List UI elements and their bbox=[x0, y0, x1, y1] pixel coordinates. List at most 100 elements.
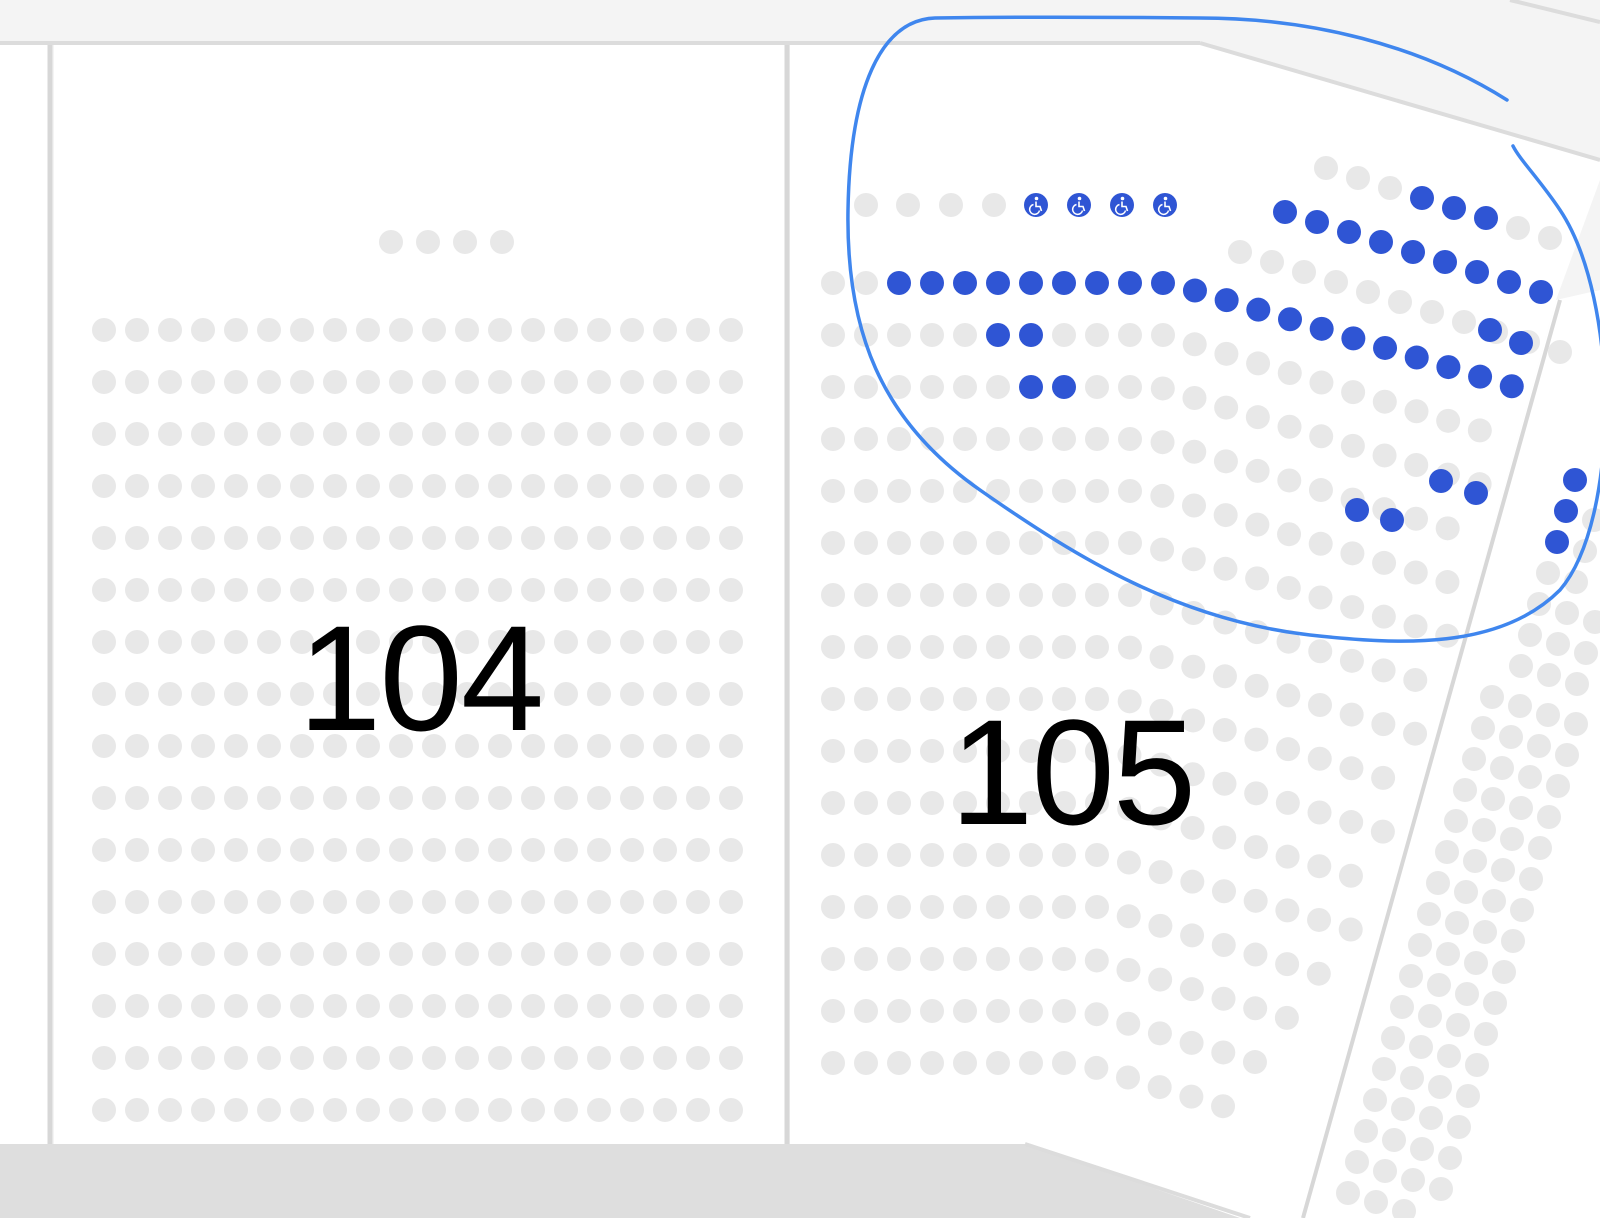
seat-available[interactable] bbox=[1118, 271, 1142, 295]
seat-unavailable bbox=[1149, 645, 1174, 670]
seat-available[interactable] bbox=[1309, 316, 1334, 341]
seat-unavailable bbox=[1565, 672, 1589, 696]
seat-unavailable bbox=[356, 1046, 380, 1070]
seat-unavailable bbox=[554, 422, 578, 446]
seat-unavailable bbox=[653, 994, 677, 1018]
seat-unavailable bbox=[389, 682, 413, 706]
seat-unavailable bbox=[1147, 1075, 1172, 1100]
seat-available[interactable] bbox=[1478, 318, 1502, 342]
seat-unavailable bbox=[1536, 703, 1560, 727]
seat-available[interactable] bbox=[1369, 230, 1393, 254]
seat-available[interactable] bbox=[1404, 345, 1429, 370]
seat-available[interactable] bbox=[1497, 270, 1521, 294]
seat-available[interactable] bbox=[1468, 364, 1493, 389]
seat-available[interactable] bbox=[1545, 530, 1569, 554]
seat-available[interactable] bbox=[1442, 196, 1466, 220]
seat-unavailable bbox=[1243, 888, 1268, 913]
seat-unavailable bbox=[1435, 516, 1460, 541]
seat-unavailable bbox=[1338, 917, 1363, 942]
seat-available[interactable] bbox=[1085, 271, 1109, 295]
seat-unavailable bbox=[1085, 479, 1109, 503]
seat-available[interactable] bbox=[1436, 355, 1461, 380]
seat-available[interactable] bbox=[1052, 271, 1076, 295]
wheelchair-icon[interactable] bbox=[1110, 193, 1134, 217]
seat-available[interactable] bbox=[1151, 271, 1175, 295]
seat-available[interactable] bbox=[1554, 499, 1578, 523]
seat-unavailable bbox=[953, 791, 977, 815]
seat-unavailable bbox=[1480, 685, 1504, 709]
seat-available[interactable] bbox=[986, 323, 1010, 347]
seat-unavailable bbox=[323, 318, 347, 342]
seat-unavailable bbox=[587, 370, 611, 394]
seat-available[interactable] bbox=[1410, 186, 1434, 210]
seat-available[interactable] bbox=[1529, 280, 1553, 304]
seat-available[interactable] bbox=[1019, 271, 1043, 295]
seat-unavailable bbox=[686, 942, 710, 966]
seat-unavailable bbox=[257, 786, 281, 810]
seat-unavailable bbox=[1277, 360, 1302, 385]
seat-unavailable bbox=[920, 531, 944, 555]
seat-unavailable bbox=[1307, 907, 1332, 932]
seat-unavailable bbox=[554, 994, 578, 1018]
seat-unavailable bbox=[653, 786, 677, 810]
aisle-divider bbox=[1301, 299, 1562, 1218]
seat-unavailable bbox=[953, 583, 977, 607]
seat-available[interactable] bbox=[1345, 498, 1369, 522]
seat-unavailable bbox=[1403, 560, 1428, 585]
seat-available[interactable] bbox=[1373, 335, 1398, 360]
seat-available[interactable] bbox=[1474, 206, 1498, 230]
seat-available[interactable] bbox=[1464, 481, 1488, 505]
seat-available[interactable] bbox=[1563, 468, 1587, 492]
wheelchair-icon[interactable] bbox=[1153, 193, 1177, 217]
seat-available[interactable] bbox=[1305, 210, 1329, 234]
seat-unavailable bbox=[323, 1098, 347, 1122]
seat-unavailable bbox=[1453, 778, 1477, 802]
seat-unavailable bbox=[1147, 1021, 1172, 1046]
seat-available[interactable] bbox=[1273, 200, 1297, 224]
seat-unavailable bbox=[1052, 1051, 1076, 1075]
seat-available[interactable] bbox=[1278, 307, 1302, 332]
seat-unavailable bbox=[920, 687, 944, 711]
seat-unavailable bbox=[1245, 512, 1270, 537]
seat-available[interactable] bbox=[1341, 326, 1366, 351]
seat-unavailable bbox=[1084, 1002, 1109, 1027]
seat-available[interactable] bbox=[1433, 250, 1457, 274]
seat-available[interactable] bbox=[1214, 288, 1239, 313]
seat-available[interactable] bbox=[1246, 297, 1271, 322]
seat-available[interactable] bbox=[1401, 240, 1425, 264]
seat-available[interactable] bbox=[1429, 469, 1453, 493]
seat-unavailable bbox=[158, 682, 182, 706]
seat-unavailable bbox=[1309, 370, 1334, 395]
wheelchair-icon[interactable] bbox=[1024, 193, 1048, 217]
seat-unavailable bbox=[521, 682, 545, 706]
lasso-outline[interactable] bbox=[846, 15, 1600, 643]
seat-unavailable bbox=[920, 479, 944, 503]
seat-available[interactable] bbox=[887, 271, 911, 295]
seat-unavailable bbox=[1149, 752, 1174, 777]
seat-unavailable bbox=[1182, 332, 1207, 357]
seat-available[interactable] bbox=[1182, 278, 1207, 303]
seat-unavailable bbox=[1019, 583, 1043, 607]
seat-unavailable bbox=[257, 578, 281, 602]
seat-available[interactable] bbox=[1509, 331, 1533, 355]
seat-unavailable bbox=[953, 895, 977, 919]
seat-available[interactable] bbox=[920, 271, 944, 295]
seat-available[interactable] bbox=[1499, 374, 1524, 399]
seat-unavailable bbox=[323, 942, 347, 966]
seat-available[interactable] bbox=[1019, 323, 1043, 347]
seat-available[interactable] bbox=[1337, 220, 1361, 244]
seat-available[interactable] bbox=[986, 271, 1010, 295]
seat-unavailable bbox=[422, 526, 446, 550]
seat-available[interactable] bbox=[953, 271, 977, 295]
seat-unavailable bbox=[1382, 1128, 1406, 1152]
seat-available[interactable] bbox=[1019, 375, 1043, 399]
seat-available[interactable] bbox=[1380, 508, 1404, 532]
wheelchair-icon[interactable] bbox=[1067, 193, 1091, 217]
section-106-area[interactable] bbox=[1303, 290, 1600, 1218]
seat-unavailable bbox=[224, 682, 248, 706]
seat-unavailable bbox=[719, 526, 743, 550]
seat-available[interactable] bbox=[1052, 375, 1076, 399]
seat-available[interactable] bbox=[1465, 260, 1489, 284]
